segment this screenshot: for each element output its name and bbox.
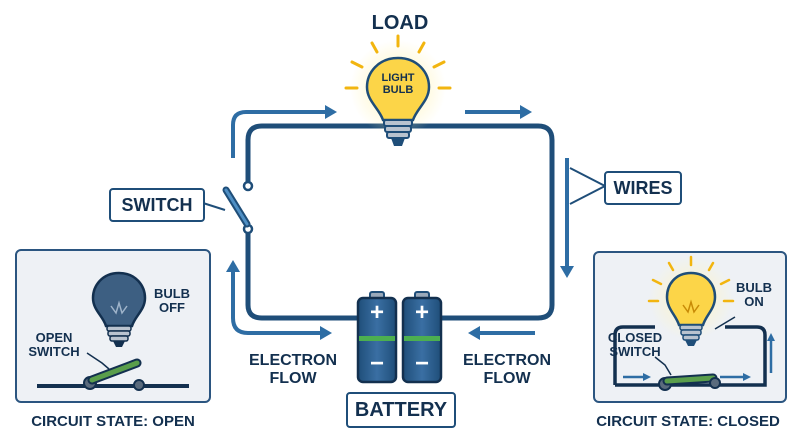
switch-label: SWITCH — [109, 188, 205, 222]
bulb-on-callout — [714, 316, 736, 330]
open-circuit-drawing — [37, 271, 189, 391]
electron-flow-label-left: ELECTRON FLOW — [249, 352, 337, 387]
bulb-off-label: BULB OFF — [153, 286, 191, 316]
electron-flow-arrows — [226, 105, 574, 340]
closed-flow-arrows — [623, 333, 775, 381]
closed-circuit-drawing — [613, 255, 775, 391]
wires-label: WIRES — [604, 171, 682, 205]
closed-circuit-panel: BULB ON CLOSED SWITCH — [593, 251, 787, 403]
load-label: LOAD — [371, 12, 429, 34]
closed-panel-wire — [613, 325, 767, 387]
circuit-wire — [245, 123, 555, 321]
open-switch-label: OPEN SWITCH — [28, 330, 80, 360]
open-circuit-caption: CIRCUIT STATE: OPEN — [31, 413, 195, 430]
bulb-off-icon — [91, 271, 147, 347]
switch-callout — [202, 202, 226, 211]
battery-minus-sign-1: − — [369, 350, 384, 377]
closed-switch-label: CLOSED SWITCH — [607, 330, 663, 360]
electron-flow-label-right: ELECTRON FLOW — [463, 352, 551, 387]
battery-plus-sign-1: + — [369, 299, 384, 326]
light-bulb-label: LIGHT BULB — [381, 72, 415, 97]
battery-plus-sign-2: + — [414, 299, 429, 326]
closed-switch-icon — [658, 373, 721, 391]
light-bulb — [344, 34, 452, 146]
battery-label: BATTERY — [346, 392, 456, 428]
wires-callout — [569, 167, 608, 205]
battery-minus-sign-2: − — [414, 350, 429, 377]
closed-switch-callout — [654, 356, 672, 376]
open-circuit-panel: BULB OFF OPEN SWITCH — [15, 249, 211, 403]
switch-symbol — [222, 180, 254, 235]
closed-circuit-caption: CIRCUIT STATE: CLOSED — [596, 413, 780, 430]
bulb-on-icon — [647, 255, 735, 346]
open-switch-callout — [86, 352, 110, 370]
open-switch-icon — [83, 358, 145, 391]
bulb-on-label: BULB ON — [735, 280, 773, 310]
battery — [356, 291, 443, 384]
